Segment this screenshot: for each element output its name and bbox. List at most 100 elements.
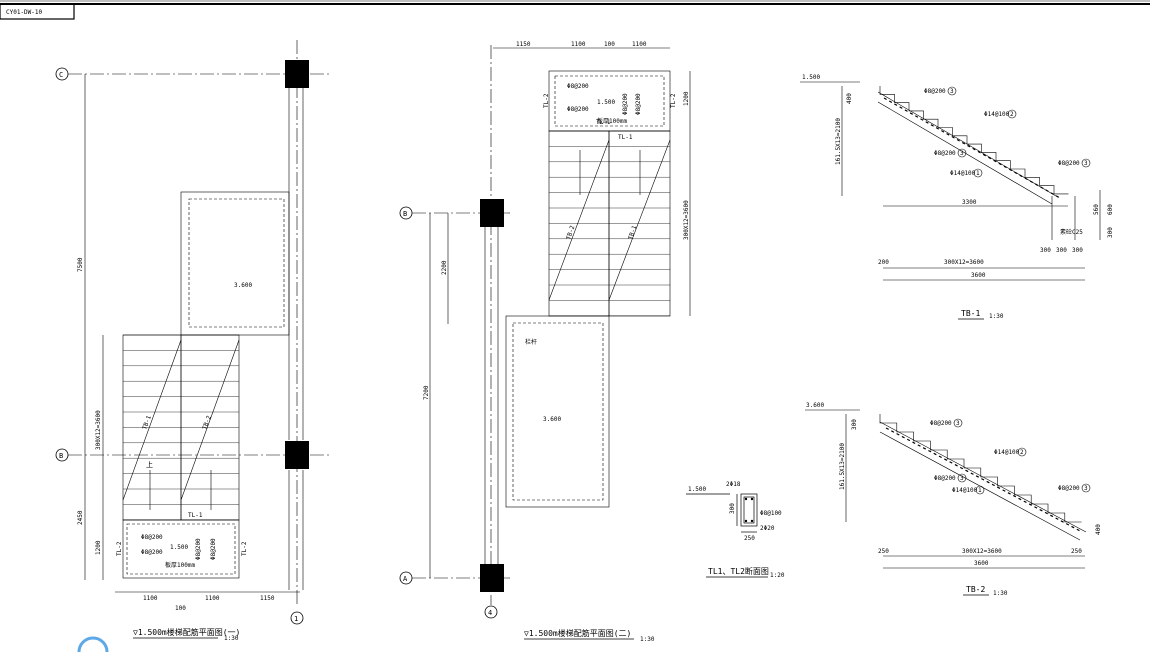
- tb1-title: TB-1: [961, 309, 980, 318]
- rebar-label: Φ8@200: [930, 420, 952, 427]
- plan-1-treads: [123, 334, 239, 520]
- plan-2-title: ▽1.500m楼梯配筋平面图(二): [524, 628, 631, 638]
- section-scale: 1:20: [770, 572, 785, 579]
- rebar-number: 1: [978, 487, 982, 494]
- section-title: TL1、TL2断面图: [708, 566, 769, 576]
- dim-250a: 250: [878, 548, 889, 555]
- dim-100: 100: [604, 41, 615, 48]
- dim-560: 560: [1093, 204, 1100, 215]
- rebar-label: Φ8@200: [195, 538, 202, 560]
- flight-label: TB-2: [201, 414, 213, 430]
- level-label: 3.600: [234, 282, 252, 289]
- axis-label-c: C: [59, 71, 63, 79]
- rebar-label: Φ8@200: [141, 549, 163, 556]
- beam-label: TL-1: [188, 512, 203, 519]
- rebar-number: 3: [960, 475, 964, 482]
- rebar-number-bubble: [957, 473, 967, 483]
- dim-400: 400: [846, 93, 853, 104]
- tb1-scale: 1:30: [989, 313, 1004, 320]
- railing-label: 栏杆: [525, 338, 537, 346]
- dim-w: 250: [744, 535, 755, 542]
- plan-1: C B 1 7500 300X12=3600 2450 1200 1100 10…: [55, 40, 330, 642]
- rebar-number: 3: [1084, 485, 1088, 492]
- beam-tag: TL-1: [618, 134, 633, 141]
- rebar-label: Φ14@100: [950, 170, 976, 177]
- dim-1150: 1150: [260, 595, 275, 602]
- rebar-label: Φ8@200: [210, 538, 217, 560]
- tb2-scale: 1:30: [993, 590, 1008, 597]
- rebar-label: Φ8@200: [141, 534, 163, 541]
- rebar-label: Φ8@200: [567, 106, 589, 113]
- level-label: 3.600: [543, 416, 561, 423]
- dim-250b: 250: [1071, 548, 1082, 555]
- axis-label-a: A: [403, 575, 408, 583]
- dim-400: 400: [1095, 524, 1102, 535]
- dim-300b: 300: [1056, 247, 1067, 254]
- tb2-title: TB-2: [966, 585, 985, 594]
- tb1-steps: [879, 86, 1069, 195]
- dim-1100a: 1100: [571, 41, 586, 48]
- dim-3600: 3600: [971, 272, 986, 279]
- tb2-steps: [879, 414, 1082, 523]
- rebar-label: Φ8@200: [934, 475, 956, 482]
- concrete-note: 素砼C25: [1060, 228, 1083, 236]
- beam-label: TL-2: [543, 93, 550, 108]
- rebar-label: Φ8@200: [1058, 160, 1080, 167]
- rebar-label: Φ8@200: [622, 93, 629, 115]
- rebar-label: Φ8@200: [567, 83, 589, 90]
- axis-label-1: 1: [294, 615, 298, 623]
- dim-300x12: 300X12=3600: [944, 259, 984, 266]
- rebar-number: 3: [1084, 160, 1088, 167]
- stirrups: Φ8@100: [760, 510, 782, 517]
- dim-1100b: 1100: [632, 41, 647, 48]
- tb1-section: 1.500 400 161.5X13=2100 3300 560 600 300…: [800, 74, 1114, 320]
- rebar-number-bubble: [1007, 109, 1017, 119]
- dim-1100b: 1100: [205, 595, 220, 602]
- dim-100: 100: [175, 605, 186, 612]
- dim-1150: 1150: [516, 41, 531, 48]
- slab-label: 板厚100mm: [597, 117, 627, 125]
- beam-label: TL-2: [241, 541, 248, 556]
- rebar-label: Φ8@200: [1058, 485, 1080, 492]
- dim-rise: 161.5X13=2100: [839, 443, 846, 490]
- dim-300: 300: [851, 419, 858, 430]
- rebar-label: Φ14@100: [984, 111, 1010, 118]
- rebar-number: 2: [1020, 449, 1024, 456]
- sheet-code: CY01-DW-10: [6, 9, 43, 16]
- dim-300x12: 300X12=3600: [962, 548, 1002, 555]
- beam-label: TL-2: [670, 93, 677, 108]
- rebar-number: 3: [956, 420, 960, 427]
- dim-7500: 7500: [77, 257, 84, 272]
- plan-1-scale: 1:30: [224, 635, 239, 642]
- dim-600: 600: [1107, 204, 1114, 215]
- plan-1-title: ▽1.500m楼梯配筋平面图(一): [133, 627, 240, 637]
- rebar-label: Φ14@100: [994, 449, 1020, 456]
- rebar-number-bubble: [973, 168, 983, 178]
- rebar-number: 3: [960, 150, 964, 157]
- dim-2450: 2450: [77, 510, 84, 525]
- rebar-number-bubble: [947, 86, 957, 96]
- rebar-number-bubble: [953, 418, 963, 428]
- dim-300a: 300: [1040, 247, 1051, 254]
- column: [285, 60, 309, 88]
- tb2-section: 3.600 300 161.5X13=2100 250 300X12=3600 …: [805, 402, 1102, 597]
- rebar-number: 2: [1010, 111, 1014, 118]
- dim-300: 300: [1107, 227, 1114, 238]
- plan-2-scale: 1:30: [640, 636, 655, 643]
- rebar-label: Φ14@100: [952, 487, 978, 494]
- axis-label-4: 4: [488, 609, 492, 617]
- rebar-label: Φ8@200: [934, 150, 956, 157]
- axis-label-b: B: [403, 210, 407, 218]
- beam-label: TL-1: [596, 119, 611, 126]
- rebar-number: 3: [950, 88, 954, 95]
- level-label: 1.500: [802, 74, 820, 81]
- rebar-number-bubble: [1017, 447, 1027, 457]
- dim-300c: 300: [1072, 247, 1083, 254]
- rebar-number: 1: [976, 170, 980, 177]
- dim-1200: 1200: [683, 91, 690, 106]
- column: [480, 199, 504, 227]
- dim-3600: 3600: [974, 560, 989, 567]
- slab-label: 板厚100mm: [165, 561, 195, 569]
